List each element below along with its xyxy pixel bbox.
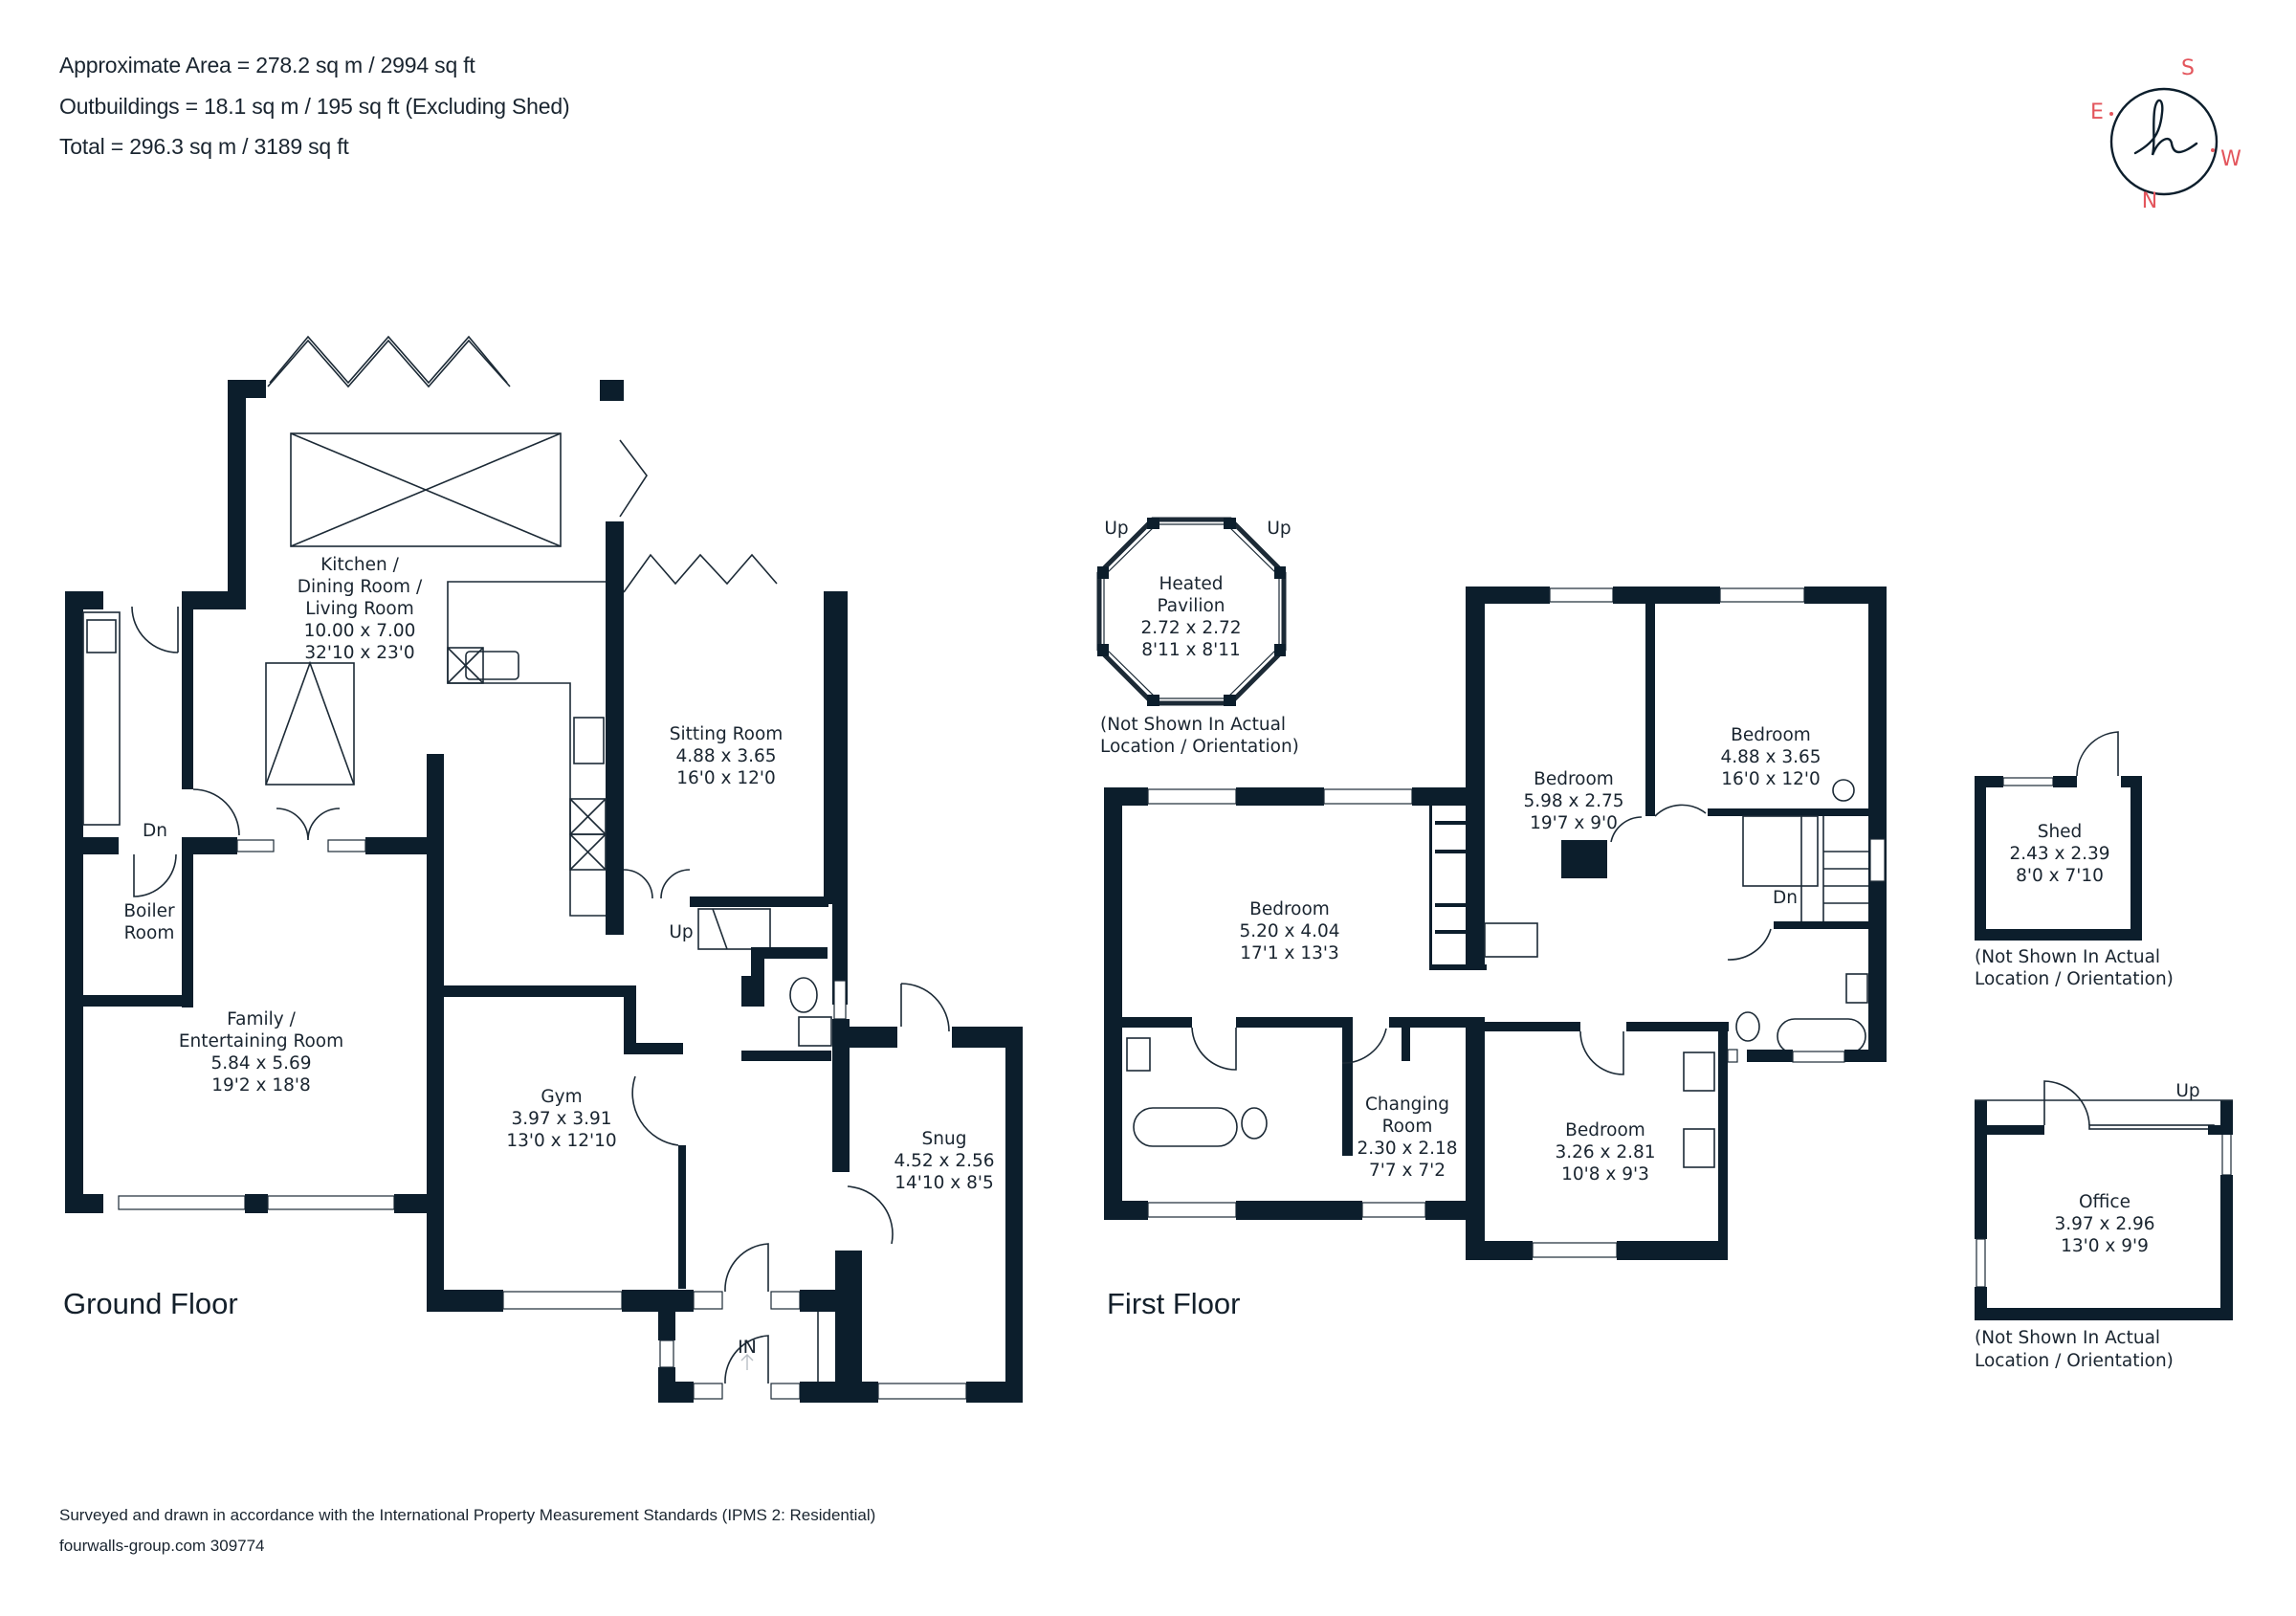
compass-west: W [2220, 147, 2241, 171]
bedroom-2-imperial: 19'7 x 9'0 [1530, 813, 1618, 833]
bedroom-main-label: Bedroom [1249, 899, 1330, 919]
pavilion-metric: 2.72 x 2.72 [1140, 618, 1241, 638]
first-floor-stairs-down: Dn [1773, 888, 1798, 908]
office-label: Office [2079, 1192, 2130, 1212]
kitchen-imperial: 32'10 x 23'0 [304, 643, 414, 663]
changing-room-label-line1: Changing [1365, 1095, 1449, 1115]
compass-ring-icon [2109, 87, 2219, 196]
bedroom-3-imperial: 16'0 x 12'0 [1721, 769, 1821, 789]
sitting-room-metric: 4.88 x 3.65 [675, 746, 776, 766]
bedroom-4-label: Bedroom [1565, 1120, 1645, 1140]
kitchen-metric: 10.00 x 7.00 [304, 621, 416, 641]
changing-room-label-line2: Room [1382, 1117, 1433, 1137]
bedroom-2-label: Bedroom [1534, 769, 1614, 789]
bedroom-3-metric: 4.88 x 3.65 [1720, 747, 1821, 767]
pavilion-label-line1: Heated [1159, 574, 1223, 594]
snug-label: Snug [922, 1129, 967, 1149]
bedroom-4-metric: 3.26 x 2.81 [1555, 1142, 1655, 1162]
ground-floor-title: Ground Floor [63, 1287, 238, 1320]
bedroom-main-metric: 5.20 x 4.04 [1239, 921, 1339, 941]
kitchen-label-line3: Living Room [305, 599, 414, 619]
gym-metric: 3.97 x 3.91 [511, 1109, 611, 1129]
bedroom-main-imperial: 17'1 x 13'3 [1240, 943, 1339, 963]
changing-room-imperial: 7'7 x 7'2 [1369, 1161, 1446, 1181]
office-note-line2: Location / Orientation) [1975, 1351, 2174, 1371]
shed-metric: 2.43 x 2.39 [2009, 844, 2109, 864]
ground-floor-plan [65, 335, 1023, 1403]
compass-north: N [2142, 189, 2157, 213]
snug-imperial: 14'10 x 8'5 [894, 1173, 994, 1193]
pavilion-imperial: 8'11 x 8'11 [1141, 640, 1241, 660]
gym-label: Gym [541, 1087, 582, 1107]
shed-note-line1: (Not Shown In Actual [1975, 947, 2160, 967]
gym-imperial: 13'0 x 12'10 [506, 1131, 616, 1151]
standards-note: Surveyed and drawn in accordance with th… [59, 1506, 876, 1524]
office-note-line1: (Not Shown In Actual [1975, 1328, 2160, 1348]
bedroom-4-imperial: 10'8 x 9'3 [1561, 1164, 1649, 1184]
first-floor-labels: Heated Pavilion 2.72 x 2.72 8'11 x 8'11 … [1100, 519, 1821, 1184]
bedroom-3-label: Bedroom [1731, 725, 1811, 745]
compass-logo: S E W N [2090, 56, 2241, 213]
shed-imperial: 8'0 x 7'10 [2016, 866, 2104, 886]
shed-label: Shed [2038, 822, 2083, 842]
stairs-up-marker: Up [669, 922, 693, 942]
boiler-room-label-line2: Room [124, 923, 175, 943]
pavilion-label-line2: Pavilion [1157, 596, 1225, 616]
snug-metric: 4.52 x 2.56 [894, 1151, 994, 1171]
pavilion-up-left: Up [1104, 519, 1128, 539]
total-area-text: Total = 296.3 sq m / 3189 sq ft [59, 134, 349, 159]
bedroom-2-metric: 5.98 x 2.75 [1523, 791, 1623, 811]
office-metric: 3.97 x 2.96 [2054, 1214, 2154, 1234]
pavilion-note-line1: (Not Shown In Actual [1100, 715, 1286, 735]
outbuildings-area-text: Outbuildings = 18.1 sq m / 195 sq ft (Ex… [59, 94, 570, 119]
family-room-imperial: 19'2 x 18'8 [211, 1075, 311, 1096]
kitchen-label-line1: Kitchen / [320, 555, 399, 575]
boiler-room-label-line1: Boiler [123, 901, 175, 921]
family-room-metric: 5.84 x 5.69 [210, 1053, 311, 1074]
shed-plan: Shed 2.43 x 2.39 8'0 x 7'10 (Not Shown I… [1975, 731, 2174, 989]
office-plan: Up Office 3.97 x 2.96 13'0 x 9'9 (Not Sh… [1975, 1080, 2233, 1371]
compass-east: E [2090, 100, 2104, 124]
reference-text: fourwalls-group.com 309774 [59, 1537, 265, 1555]
kitchen-label-line2: Dining Room / [298, 577, 423, 597]
compass-south: S [2181, 56, 2195, 80]
office-up-marker: Up [2175, 1081, 2199, 1101]
shed-note-line2: Location / Orientation) [1975, 969, 2174, 989]
office-imperial: 13'0 x 9'9 [2061, 1236, 2149, 1256]
approximate-area-text: Approximate Area = 278.2 sq m / 2994 sq … [59, 53, 475, 77]
pavilion-up-right: Up [1267, 519, 1291, 539]
stairs-down-marker: Dn [143, 821, 167, 841]
entrance-marker: IN [738, 1337, 757, 1358]
first-floor-plan [1096, 517, 1887, 1260]
first-floor-title: First Floor [1107, 1287, 1241, 1320]
pavilion-note-line2: Location / Orientation) [1100, 737, 1299, 757]
sitting-room-imperial: 16'0 x 12'0 [676, 768, 776, 788]
sitting-room-label: Sitting Room [670, 724, 784, 744]
family-room-label-line1: Family / [227, 1009, 296, 1029]
changing-room-metric: 2.30 x 2.18 [1357, 1139, 1457, 1159]
family-room-label-line2: Entertaining Room [179, 1031, 343, 1052]
logo-h-icon [2133, 99, 2198, 156]
ground-floor-labels: Kitchen / Dining Room / Living Room 10.0… [123, 555, 994, 1358]
